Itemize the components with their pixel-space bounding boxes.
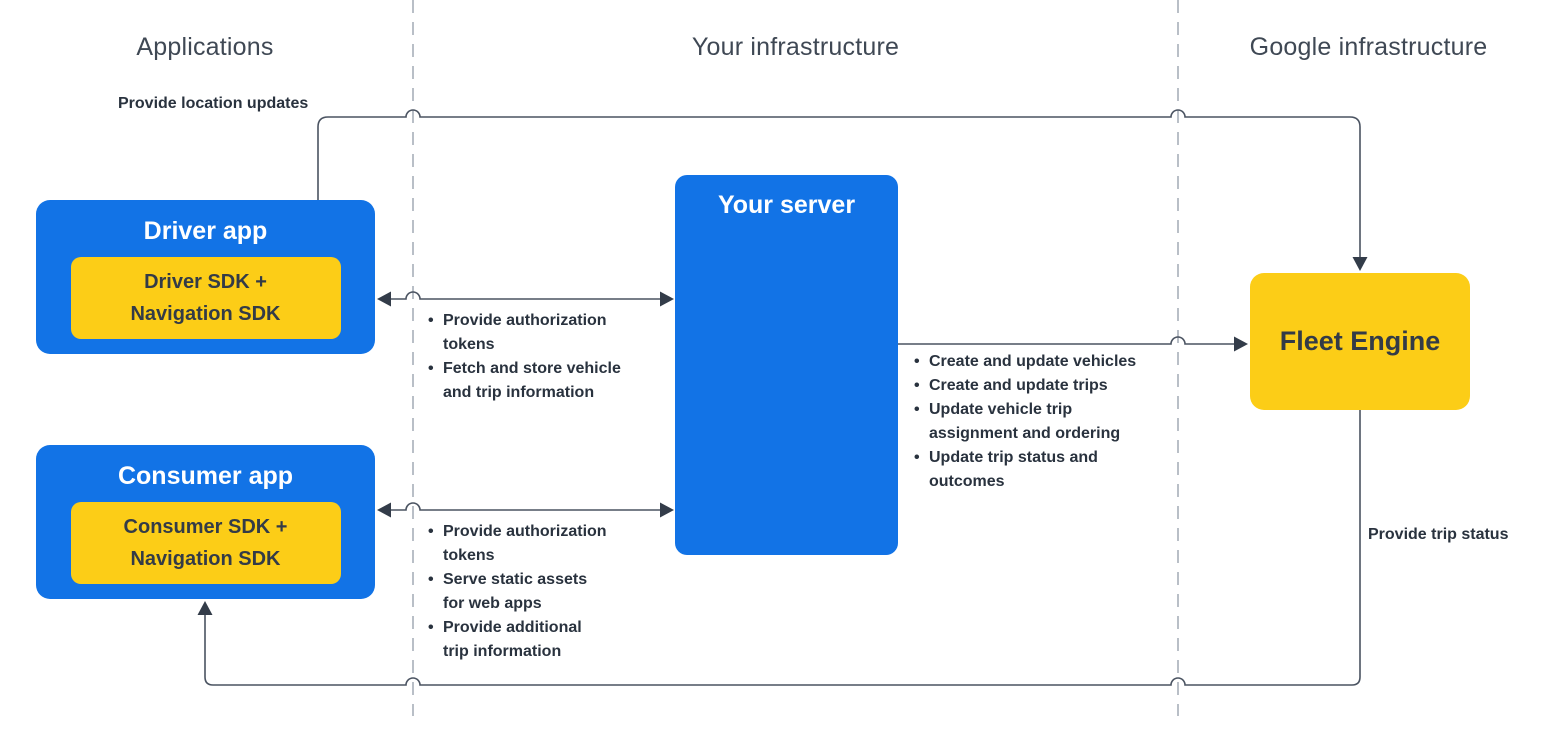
bullet-item: Serve static assets for web apps: [428, 568, 658, 616]
bullets-consumer-server: Provide authorization tokensServe static…: [428, 520, 658, 664]
your-server-title: Your server: [717, 191, 856, 219]
column-header-google-infrastructure: Google infrastructure: [1249, 33, 1488, 61]
arrowhead-down-fleet-engine: [1352, 257, 1368, 271]
arrowhead-right-your-server-bottom: [660, 502, 674, 518]
arrowhead-right-your-server-top: [660, 291, 674, 307]
bullet-item: Provide authorization tokens: [428, 309, 658, 357]
arrowhead-up-consumer-app: [197, 601, 213, 615]
bullet-item: Update trip status and outcomes: [914, 446, 1170, 494]
label-provide-trip-status: Provide trip status: [1368, 526, 1509, 543]
fleet-engine-title: Fleet Engine: [1279, 326, 1441, 356]
bullet-item: Fetch and store vehicle and trip informa…: [428, 357, 658, 405]
arrowhead-left-consumer-app: [377, 502, 391, 518]
driver-app-title: Driver app: [143, 217, 268, 245]
edge-consumer-server: [377, 502, 674, 518]
node-fleet-engine: Fleet Engine: [1250, 273, 1470, 410]
bullet-item: Provide authorization tokens: [428, 520, 658, 568]
consumer-sdk-box: Consumer SDK + Navigation SDK: [70, 502, 341, 584]
bullets-server-fleet: Create and update vehiclesCreate and upd…: [914, 350, 1170, 494]
edge-location-updates: [317, 109, 1368, 271]
node-consumer-app: Consumer app Consumer SDK + Navigation S…: [36, 445, 375, 599]
bullet-item: Create and update trips: [914, 374, 1170, 398]
arrowhead-right-fleet-engine: [1234, 336, 1248, 352]
node-your-server: Your server: [675, 175, 898, 555]
consumer-app-title: Consumer app: [117, 462, 294, 490]
bullets-driver-server: Provide authorization tokensFetch and st…: [428, 309, 658, 405]
column-header-your-infrastructure: Your infrastructure: [691, 33, 900, 61]
driver-sdk-box: Driver SDK + Navigation SDK: [70, 257, 341, 339]
edge-server-fleet: [898, 336, 1248, 352]
column-header-applications: Applications: [136, 33, 274, 61]
edge-trip-status: [197, 410, 1361, 686]
bullet-item: Provide additional trip information: [428, 616, 658, 664]
bullet-item: Update vehicle trip assignment and order…: [914, 398, 1170, 446]
edge-driver-server: [377, 291, 674, 307]
node-driver-app: Driver app Driver SDK + Navigation SDK: [36, 200, 375, 354]
arrowhead-left-driver-app: [377, 291, 391, 307]
bullet-item: Create and update vehicles: [914, 350, 1170, 374]
label-provide-location-updates: Provide location updates: [118, 95, 309, 112]
